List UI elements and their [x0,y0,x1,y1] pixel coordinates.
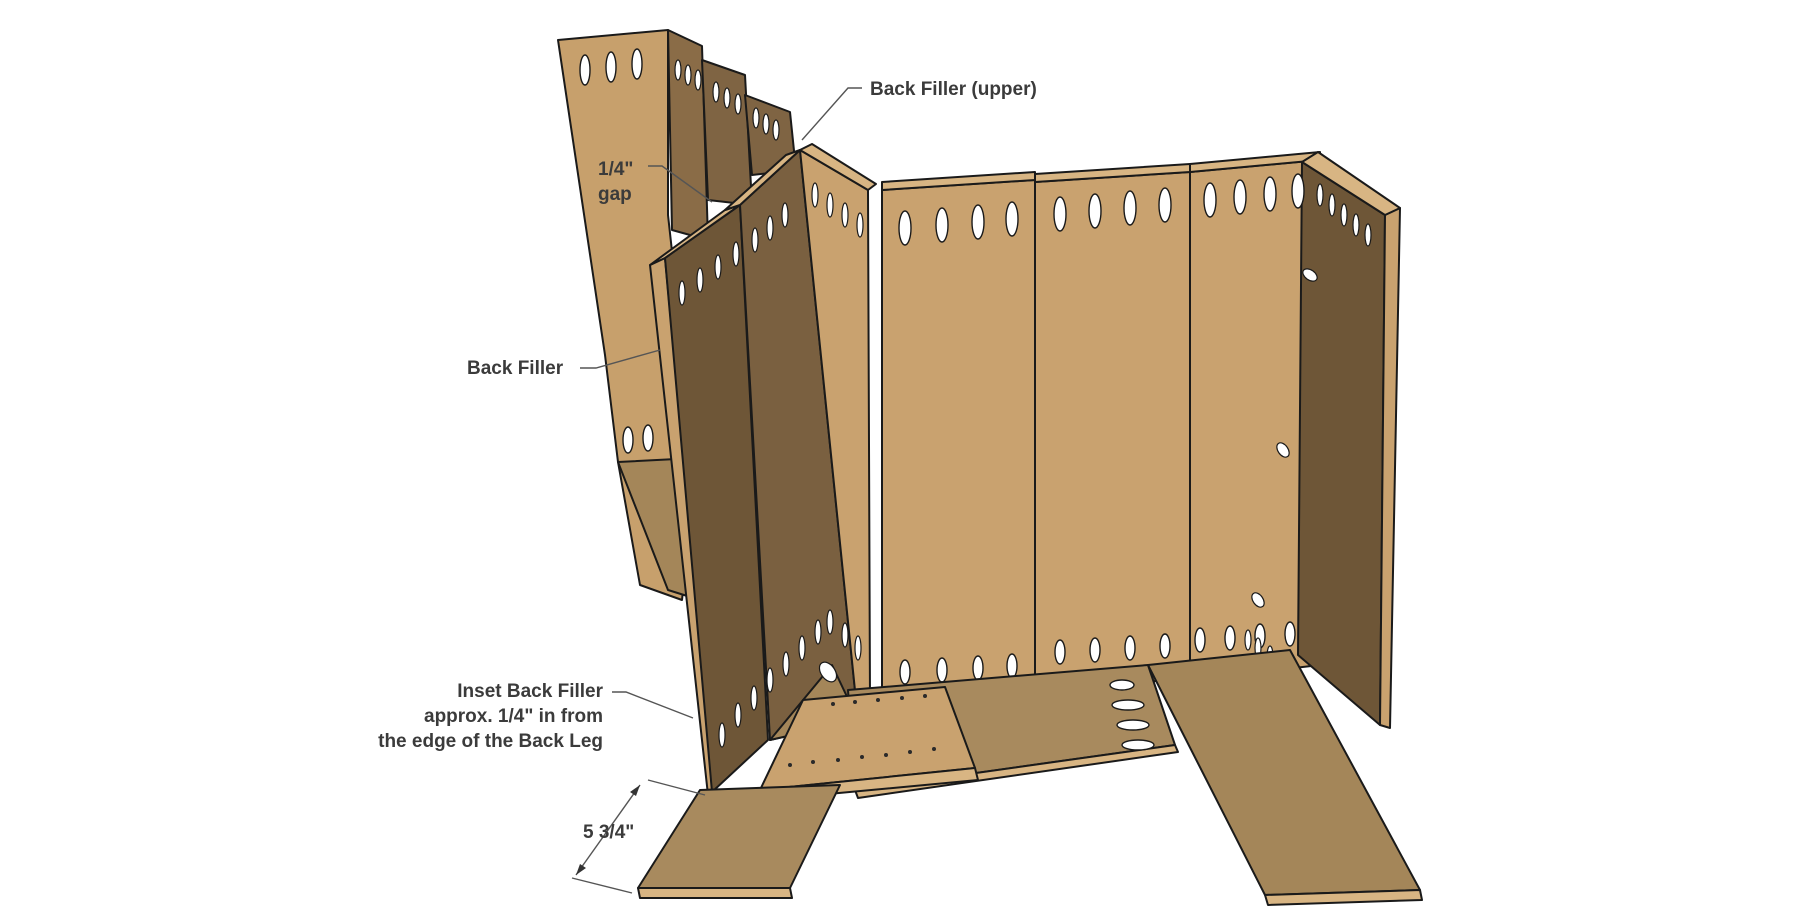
seat-block-dots [788,694,936,767]
upper-filler-holes [674,59,780,141]
back-wall-holes [898,173,1305,685]
front-filler-holes [678,182,864,748]
upper-filler-slat-2 [701,59,753,206]
dimension-5-3-4: 5 3/4" [571,779,706,894]
label-inset-line3: the edge of the Back Leg [378,731,603,752]
label-gap-line2: gap [598,184,632,205]
label-inset-line1: Inset Back Filler [457,681,603,702]
back-board-2 [1034,171,1191,686]
left-front-leg-board [637,784,841,889]
right-side-panel [1297,161,1386,726]
back-board-1 [881,179,1036,691]
dimension-label: 5 3/4" [583,822,634,843]
label-back-filler: Back Filler [467,358,564,379]
seat-base [637,649,1423,906]
front-left-assembly [649,143,877,796]
annotations: Back Filler (upper) 1/4" gap Back Filler… [378,79,1037,894]
right-back-wall [881,151,1401,729]
seat-pocket-holes [1109,679,1155,751]
rear-leg-holes [579,48,654,454]
label-back-filler-upper: Back Filler (upper) [870,79,1037,100]
label-gap-line1: 1/4" [598,159,633,180]
rear-back-leg [557,29,697,601]
left-rear-assembly [557,29,797,601]
label-inset-line2: approx. 1/4" in from [424,706,603,727]
